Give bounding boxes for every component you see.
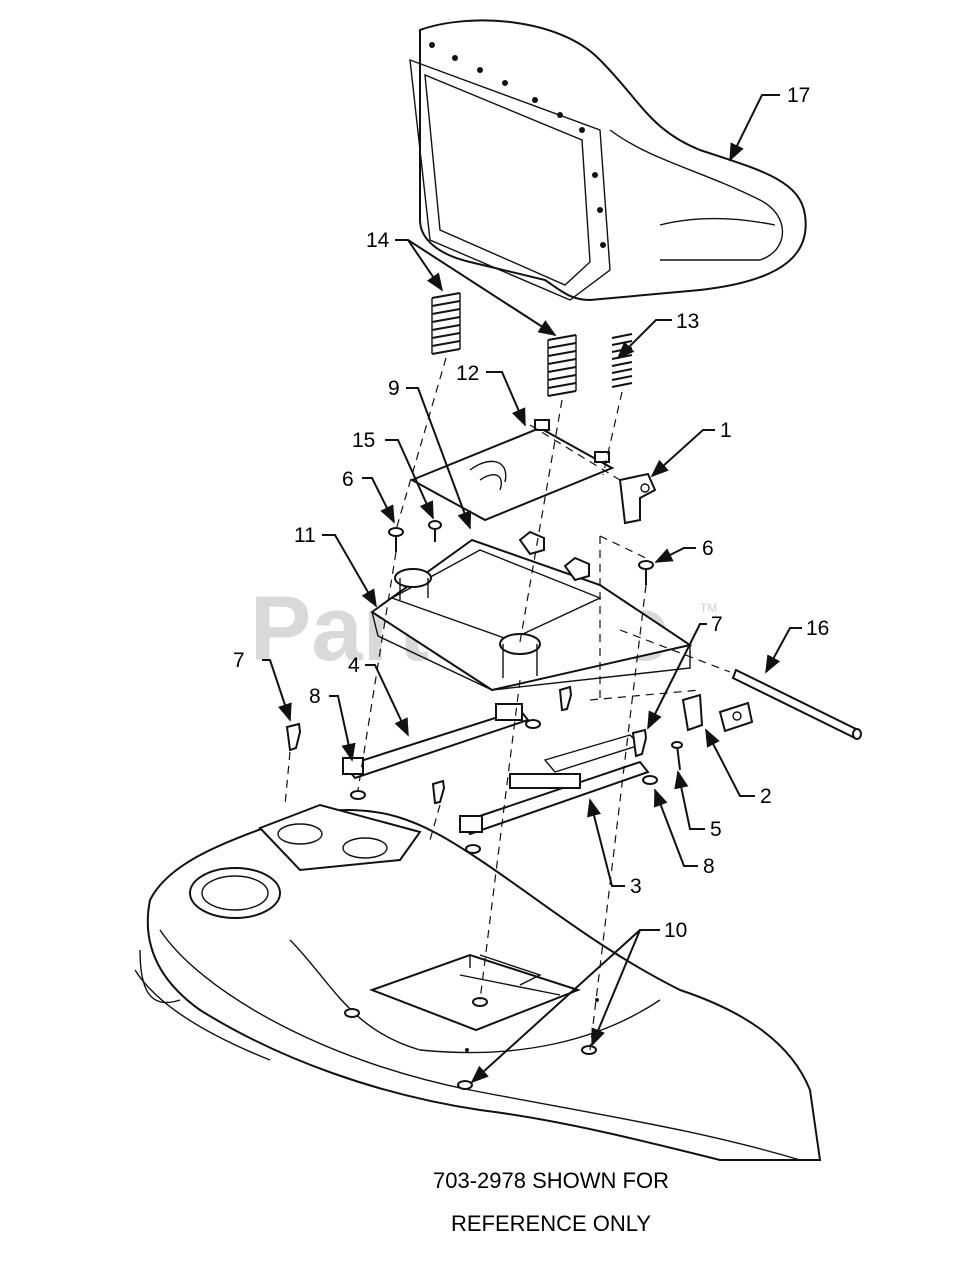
seat-plate-part [409,419,615,522]
caption-line-2: REFERENCE ONLY [450,1211,652,1236]
bolt-15 [428,520,442,542]
callout-4: 4 [348,654,360,677]
callout-10: 10 [664,919,687,942]
shoulder-bolt-left [388,527,404,552]
screw-part [671,741,683,771]
fender-body [134,803,822,1161]
leader-lines [262,94,802,1084]
callout-8b: 8 [703,855,715,878]
nut-left [350,790,366,800]
callout-1: 1 [720,419,732,442]
callout-7a: 7 [233,649,245,672]
callout-8a: 8 [309,685,321,708]
spring-center [547,334,577,397]
callout-17: 17 [787,84,810,107]
bracket-part [618,472,657,525]
seat-rail-lower [459,734,650,836]
callout-5: 5 [710,818,722,841]
shoulder-bolt-right [638,560,654,585]
spring-small [611,333,633,388]
nut-right [642,775,658,785]
bolt-mid [431,685,573,805]
callout-16: 16 [806,617,829,640]
callout-14: 14 [366,229,390,252]
callout-15: 15 [352,429,375,452]
carriage-bolt-left [285,722,302,752]
spring-left [431,292,461,355]
callout-labels: 17 14 13 12 9 15 1 6 6 11 16 7 7 4 8 2 5… [233,84,829,942]
caption-line-1: 703-2978 SHOWN FOR [433,1168,669,1193]
callout-6b: 6 [702,537,714,560]
callout-11: 11 [294,524,316,547]
rod-part [731,668,862,740]
callout-2: 2 [760,785,772,808]
callout-7b: 7 [711,613,723,636]
callout-12: 12 [456,362,479,385]
svg-text:TM: TM [700,601,717,615]
nut-extra [465,719,541,854]
callout-6a: 6 [342,468,354,491]
seat-part [409,19,807,302]
assembly-dashed-lines [284,357,731,1051]
callout-13: 13 [676,310,699,333]
seat-rail-upper [342,703,530,780]
carriage-bolt-right [631,728,648,758]
seat-switch-part [681,693,754,733]
callout-9: 9 [388,377,400,400]
callout-3: 3 [630,875,642,898]
